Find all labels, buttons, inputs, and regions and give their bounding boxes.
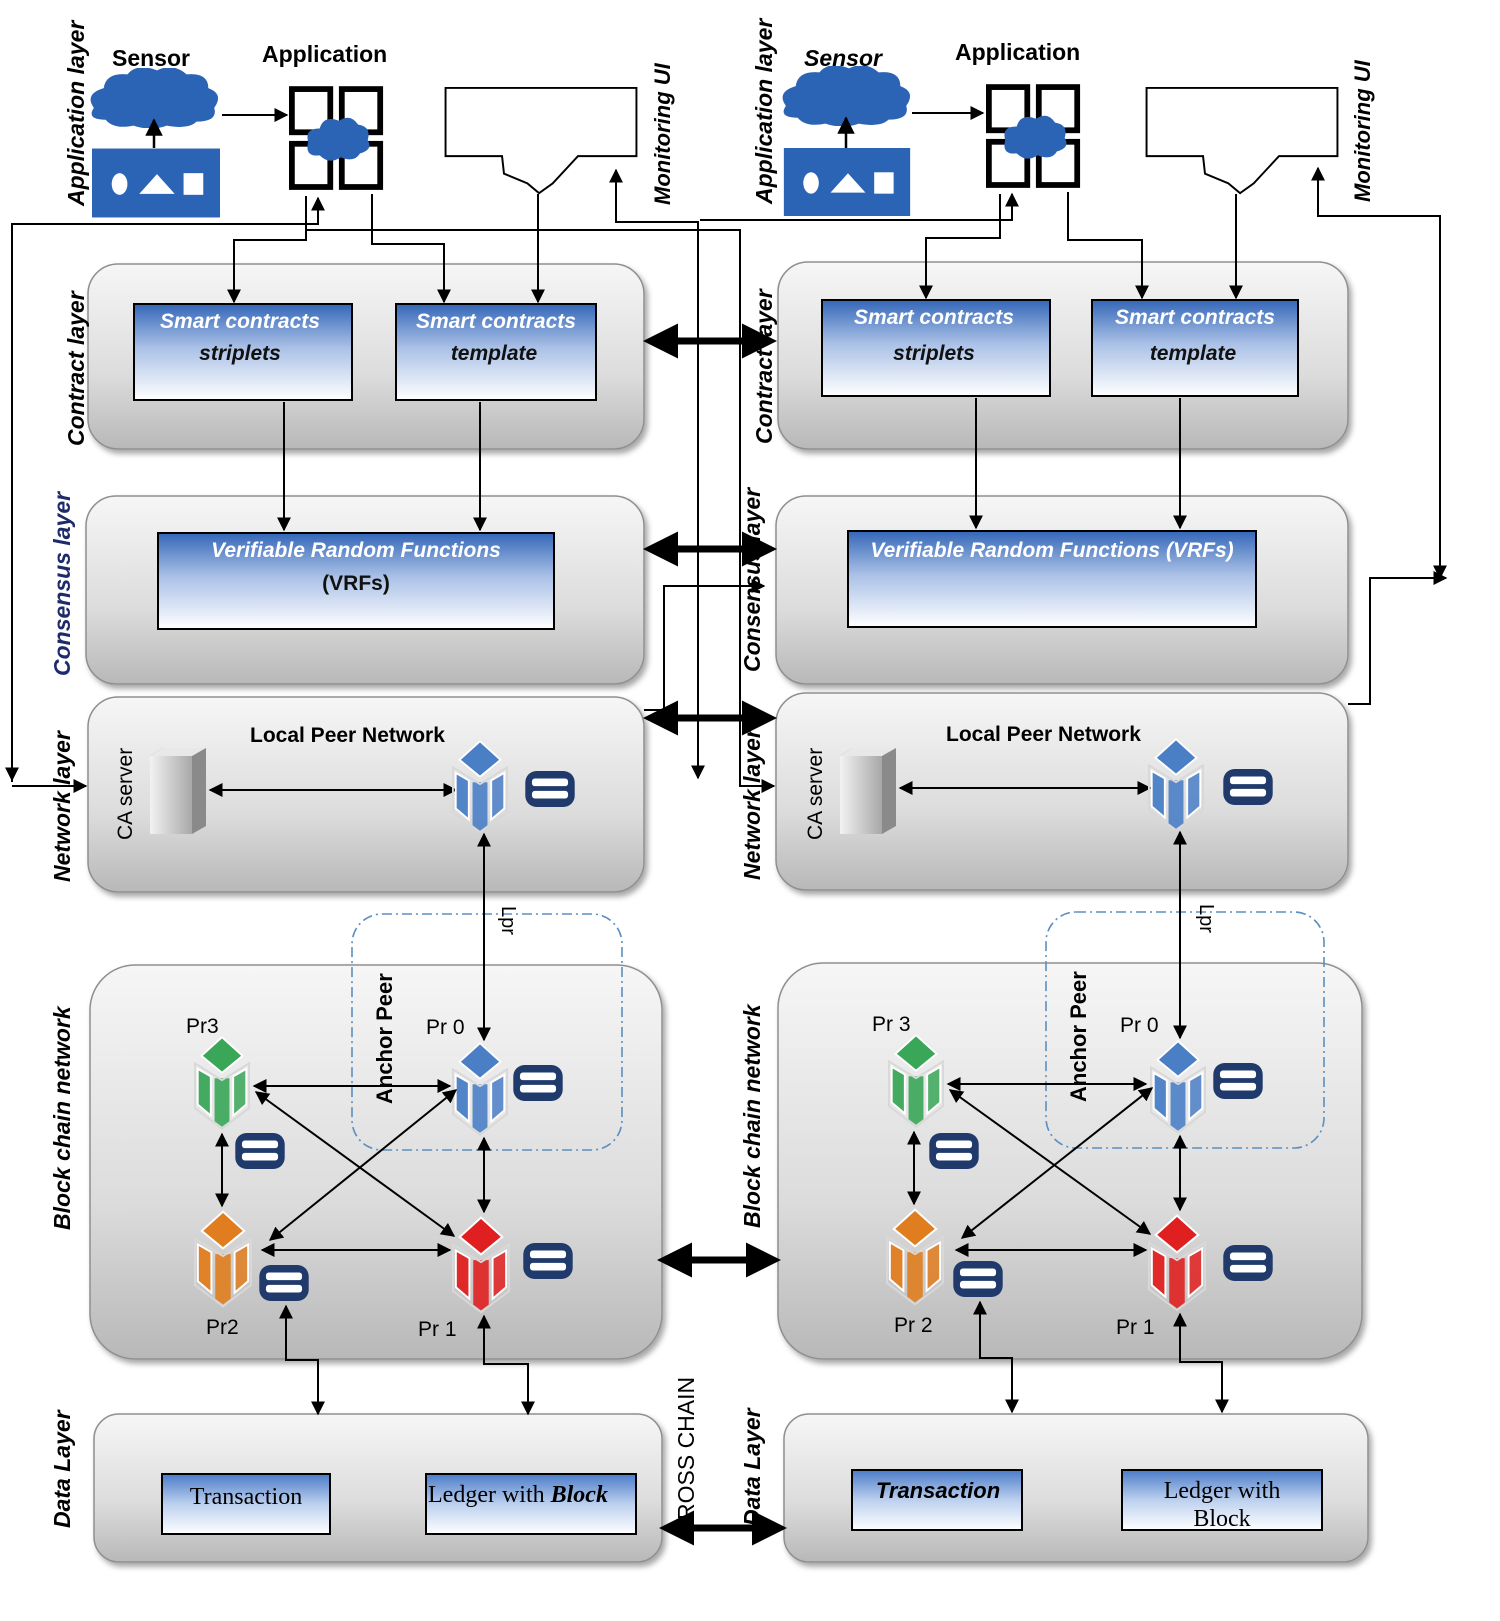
- ca-server-icon-right: [840, 748, 896, 834]
- smart-contracts-striplets-line1-right: Smart contracts: [854, 306, 1014, 329]
- lpr-label-left: Lpr: [497, 906, 519, 935]
- pr2-database-left: [259, 1264, 309, 1302]
- pr3-database-left: [235, 1132, 285, 1170]
- right-flow-arrows: [919, 192, 1243, 530]
- blockchain-to-data-arrows-left: [279, 1304, 535, 1416]
- transaction-box-left: [161, 1473, 331, 1535]
- smart-contracts-template-line2-left: template: [451, 342, 538, 365]
- anchor-peer-label-right: Anchor Peer: [1066, 971, 1091, 1102]
- left-flow-arrows: [5, 194, 545, 782]
- smart-contracts-striplets-box-right: [821, 299, 1051, 397]
- consensus-layer-label-left: Consensus layer: [49, 491, 75, 676]
- vrf-line2-left: (VRFs): [322, 572, 390, 595]
- transaction-label-right: Transaction: [876, 1478, 1000, 1503]
- smart-contracts-striplets-line1-left: Smart contracts: [160, 310, 320, 333]
- contract-layer-label-right: Contract layer: [751, 288, 777, 444]
- sensor-device-left: [92, 148, 220, 218]
- ledger-label-text-left: Ledger with: [428, 1482, 551, 1508]
- application-label-left: Application: [262, 41, 387, 67]
- data-layer-label-right: Data Layer: [739, 1407, 765, 1526]
- data-layer-label-left: Data Layer: [49, 1409, 75, 1528]
- sensor-cloud-right: [782, 66, 911, 126]
- vrf-box-left: [157, 532, 555, 630]
- cross-chain-connectors: [12, 166, 1448, 1546]
- monitoring-ui-label-left: Monitoring UI: [650, 62, 675, 205]
- pr2-label-left: Pr2: [206, 1316, 239, 1339]
- ca-server-label-left: CA server: [114, 748, 137, 840]
- smart-contracts-striplets-line2-right: striplets: [893, 342, 975, 365]
- blockchain-network-label-right: Block chain network: [739, 1003, 765, 1228]
- blockchain-network-label-left: Block chain network: [49, 1005, 75, 1230]
- transaction-label-left: Transaction: [190, 1484, 302, 1510]
- layer-panels: [85, 261, 1369, 1563]
- lpr-label-right: Lpr: [1195, 904, 1217, 933]
- transaction-box-right: [851, 1469, 1023, 1531]
- sensor-cloud-left: [90, 68, 219, 128]
- application-layer-label-left: Application layer: [63, 20, 89, 207]
- ledger-label-right-line1: Ledger with: [1164, 1478, 1281, 1504]
- anchor-peer-label-left: Anchor Peer: [372, 973, 397, 1104]
- sensor-label-left: Sensor: [112, 45, 190, 71]
- pr1-database-left: [523, 1242, 573, 1280]
- pr0-database-left: [513, 1064, 563, 1102]
- pr0-label-left: Pr 0: [426, 1016, 465, 1039]
- network-layer-label-right: Network layer: [739, 728, 765, 880]
- ca-server-label-right: CA server: [804, 748, 827, 840]
- ledger-label-block-left: Block: [550, 1482, 608, 1508]
- application-label-right: Application: [955, 39, 1080, 65]
- monitoring-ui-callout-left: [444, 86, 638, 195]
- pr1-label-right: Pr 1: [1116, 1316, 1155, 1339]
- smart-contracts-template-line2-right: template: [1150, 342, 1237, 365]
- pr3-label-right: Pr 3: [872, 1013, 911, 1036]
- monitoring-ui-label-right: Monitoring UI: [1350, 59, 1375, 202]
- pr0-label-right: Pr 0: [1120, 1014, 1159, 1037]
- peer-links-right: [907, 1077, 1187, 1257]
- smart-contracts-striplets-box-left: [133, 303, 353, 401]
- pr0-database-right: [1213, 1062, 1263, 1100]
- application-icon-left: [292, 89, 380, 187]
- ledger-box-right: [1121, 1469, 1323, 1531]
- pr2-label-right: Pr 2: [894, 1314, 933, 1337]
- smart-contracts-template-box-left: [395, 303, 597, 401]
- consensus-layer-label-right: Consensus layer: [739, 487, 765, 672]
- ca-server-icon-left: [150, 748, 206, 834]
- pr3-label-left: Pr3: [186, 1015, 219, 1038]
- sensor-device-right: [783, 148, 911, 216]
- vrf-full-label-right: Verifiable Random Functions (VRFs): [870, 539, 1233, 562]
- cross-chain-label: ROSS CHAIN: [673, 1377, 699, 1520]
- application-icon-right: [989, 87, 1077, 185]
- vrf-box-right: [847, 530, 1257, 628]
- local-peer-database-right: [1223, 768, 1273, 806]
- smart-contracts-template-line1-right: Smart contracts: [1115, 306, 1275, 329]
- network-layer-label-left: Network layer: [49, 730, 75, 882]
- peer-links-left: [215, 1079, 491, 1257]
- ledger-label-left: Ledger with Block: [428, 1482, 608, 1508]
- contract-layer-label-left: Contract layer: [63, 290, 89, 446]
- monitoring-ui-callout-right: [1145, 86, 1339, 195]
- smart-contracts-template-box-right: [1091, 299, 1299, 397]
- application-layer-label-right: Application layer: [751, 18, 777, 205]
- smart-contracts-striplets-line2-left: striplets: [199, 342, 281, 365]
- pr1-label-left: Pr 1: [418, 1318, 457, 1341]
- local-peer-network-label-right: Local Peer Network: [946, 723, 1141, 746]
- ledger-box-left: [425, 1473, 637, 1535]
- vrf-line1-left: Verifiable Random Functions: [211, 539, 501, 562]
- smart-contracts-template-line1-left: Smart contracts: [416, 310, 576, 333]
- pr2-database-right: [953, 1260, 1003, 1298]
- local-peer-network-label-left: Local Peer Network: [250, 724, 445, 747]
- pr1-database-right: [1223, 1244, 1273, 1282]
- blockchain-to-data-arrows-right: [973, 1300, 1229, 1414]
- local-peer-database-left: [525, 770, 575, 808]
- pr3-database-right: [929, 1132, 979, 1170]
- ledger-label-right-line2: Block: [1193, 1506, 1250, 1532]
